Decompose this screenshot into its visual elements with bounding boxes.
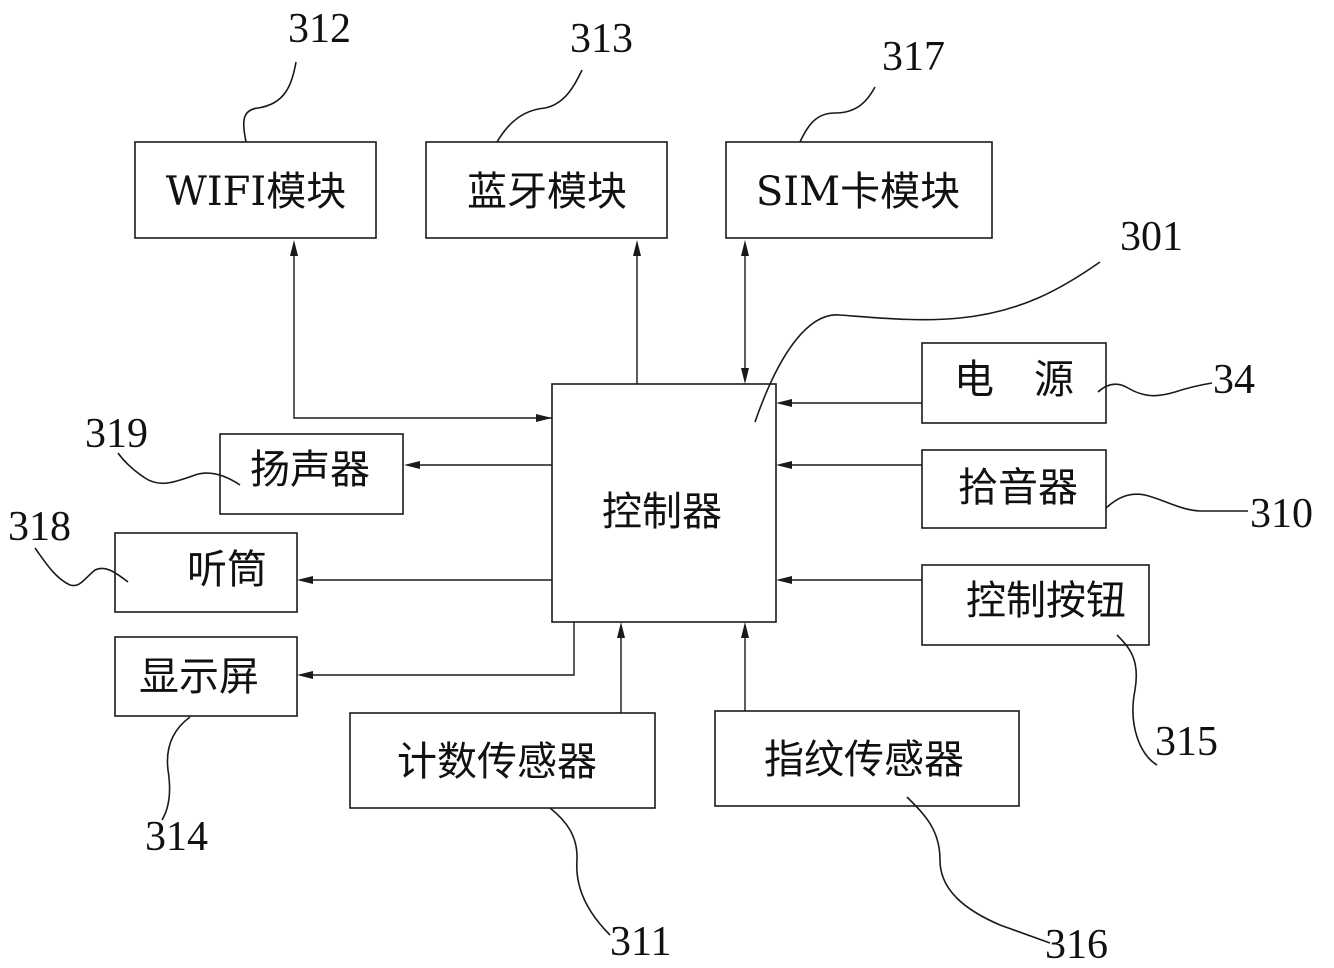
arrowhead-button-controller bbox=[776, 576, 792, 584]
power-label: 电 源 bbox=[954, 357, 1074, 403]
ref-318: 318 bbox=[8, 504, 71, 550]
ref-311: 311 bbox=[610, 919, 671, 965]
arrowhead-power-controller bbox=[776, 399, 792, 407]
leader-316 bbox=[906, 796, 1051, 944]
arrowhead-to-controller-from-sim bbox=[741, 368, 749, 384]
button-box bbox=[921, 564, 1150, 646]
bluetooth-box bbox=[425, 141, 668, 239]
arrowhead-count-sensor-controller bbox=[617, 622, 625, 638]
node-mic: 拾音器 bbox=[921, 449, 1107, 529]
earpiece-box bbox=[114, 532, 298, 613]
ref-312: 312 bbox=[288, 6, 351, 52]
mic-box bbox=[921, 449, 1107, 529]
display-box bbox=[114, 636, 298, 717]
speaker-label: 扬声器 bbox=[250, 447, 370, 493]
arrowhead-to-wifi bbox=[290, 240, 298, 256]
node-display: 显示屏 bbox=[114, 636, 298, 717]
ref-314: 314 bbox=[145, 814, 208, 860]
wifi-box bbox=[134, 141, 377, 239]
arrowhead-to-earpiece bbox=[297, 576, 313, 584]
edge-controller-wifi bbox=[293, 250, 552, 419]
ref-301: 301 bbox=[1120, 214, 1183, 260]
leader-lines bbox=[34, 61, 1248, 944]
ref-316: 316 bbox=[1045, 922, 1108, 968]
button-label: 控制按钮 bbox=[966, 578, 1126, 624]
leader-315 bbox=[1116, 634, 1158, 766]
count-sensor-label: 计数传感器 bbox=[397, 739, 597, 785]
ref-319: 319 bbox=[85, 411, 148, 457]
arrowhead-to-speaker bbox=[404, 461, 420, 469]
bluetooth-label: 蓝牙模块 bbox=[467, 169, 627, 215]
ref-310: 310 bbox=[1250, 491, 1313, 537]
node-power: 电 源 bbox=[921, 342, 1107, 424]
node-sim: SIM卡模块 bbox=[725, 141, 993, 239]
node-button: 控制按钮 bbox=[921, 564, 1150, 646]
leader-311 bbox=[549, 807, 611, 936]
leader-314 bbox=[161, 716, 191, 821]
ref-317: 317 bbox=[882, 34, 945, 80]
ref-315: 315 bbox=[1155, 719, 1218, 765]
edge-controller-display bbox=[306, 622, 575, 676]
controller-label: 控制器 bbox=[602, 489, 722, 535]
node-speaker: 扬声器 bbox=[219, 433, 404, 515]
earpiece-label: 听筒 bbox=[187, 547, 267, 593]
finger-sensor-label: 指纹传感器 bbox=[764, 737, 964, 783]
count-sensor-box bbox=[349, 712, 656, 809]
connectors bbox=[290, 240, 922, 713]
controller-box bbox=[551, 383, 777, 623]
ref-34: 34 bbox=[1213, 357, 1255, 403]
arrowhead-to-sim bbox=[741, 240, 749, 256]
node-bluetooth: 蓝牙模块 bbox=[425, 141, 668, 239]
leader-313 bbox=[496, 69, 583, 143]
reference-numerals: 312 313 317 301 34 310 315 319 318 314 3… bbox=[8, 6, 1313, 968]
node-finger-sensor: 指纹传感器 bbox=[714, 710, 1020, 807]
sim-label: SIM卡模块 bbox=[756, 169, 960, 215]
leader-34 bbox=[1097, 382, 1213, 397]
power-box bbox=[921, 342, 1107, 424]
mic-label: 拾音器 bbox=[958, 465, 1078, 511]
arrowhead-mic-controller bbox=[776, 461, 792, 469]
arrowhead-to-bluetooth bbox=[633, 240, 641, 256]
finger-sensor-box bbox=[714, 710, 1020, 807]
node-controller: 控制器 bbox=[551, 383, 777, 623]
leader-312 bbox=[242, 61, 297, 143]
node-wifi: WIFI模块 bbox=[134, 141, 377, 239]
node-count-sensor: 计数传感器 bbox=[349, 712, 656, 809]
leader-310 bbox=[1105, 493, 1248, 512]
arrowhead-to-controller-from-wifi bbox=[536, 414, 552, 422]
wifi-label: WIFI模块 bbox=[166, 169, 346, 215]
sim-box bbox=[725, 141, 993, 239]
leader-319 bbox=[117, 452, 241, 486]
leader-301 bbox=[754, 261, 1101, 423]
speaker-box bbox=[219, 433, 404, 515]
leader-317 bbox=[799, 86, 876, 143]
display-label: 显示屏 bbox=[139, 654, 259, 700]
ref-313: 313 bbox=[570, 16, 633, 62]
arrowhead-finger-sensor-controller bbox=[741, 622, 749, 638]
leader-318 bbox=[34, 547, 129, 587]
node-earpiece: 听筒 bbox=[114, 532, 298, 613]
arrowhead-to-display bbox=[297, 671, 313, 679]
